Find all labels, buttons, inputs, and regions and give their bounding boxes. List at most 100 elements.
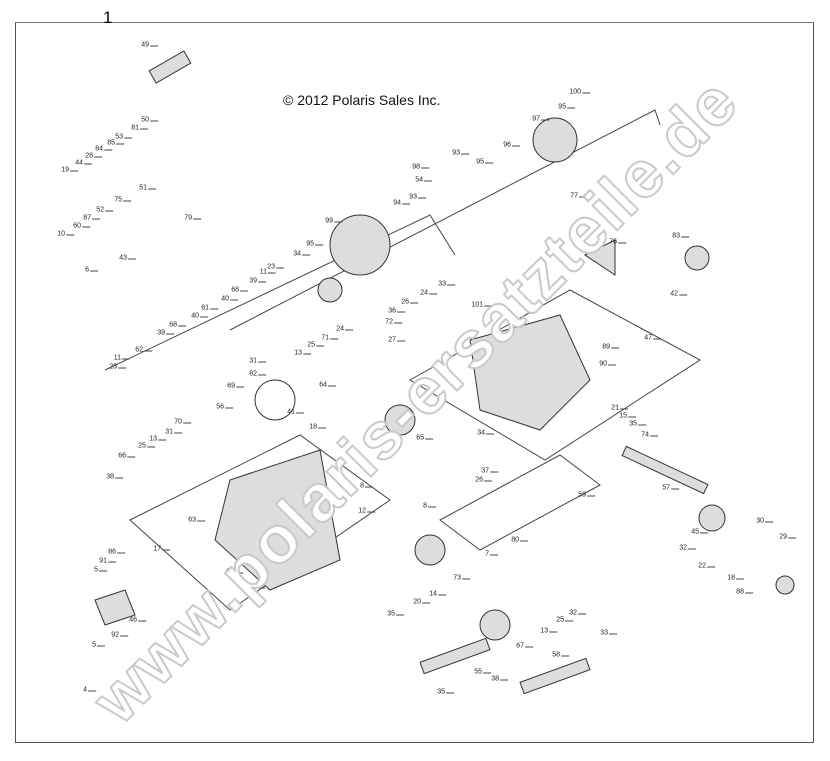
part-57-shaft [621,445,709,495]
group-bracket-case-left [129,434,391,611]
part-88-washer [775,575,795,595]
callout-81: 81 [131,125,148,132]
diagram-frame [15,22,814,743]
callout-45: 45 [691,529,708,536]
callout-32: 32 [569,610,586,617]
callout-38: 38 [491,676,508,683]
callout-85: 85 [107,140,124,147]
callout-70: 70 [174,419,191,426]
callout-86: 86 [108,549,125,556]
callout-56: 56 [216,404,233,411]
callout-28: 28 [85,153,102,160]
callout-95: 95 [306,241,323,248]
part-58-shaft [519,657,591,695]
callout-67: 67 [516,643,533,650]
callout-54: 54 [415,177,432,184]
callout-100: 100 [569,89,590,96]
callout-75: 75 [114,197,131,204]
callout-11: 11 [260,269,277,276]
callout-31: 31 [165,429,182,436]
part-76-bracket [584,239,616,276]
callout-79: 79 [184,215,201,222]
callout-96: 96 [503,142,520,149]
callout-34: 34 [477,430,494,437]
callout-74: 74 [641,432,658,439]
callout-40: 40 [191,313,208,320]
part-82-chain [254,379,296,421]
callout-4: 4 [83,687,96,694]
callout-22: 22 [698,563,715,570]
callout-80: 80 [511,537,528,544]
callout-71: 71 [321,335,338,342]
callout-13: 13 [540,628,557,635]
callout-55: 55 [474,669,491,676]
callout-26: 26 [401,299,418,306]
part-45-gear [698,504,726,532]
callout-37: 37 [481,468,498,475]
callout-97: 97 [532,116,549,123]
callout-32: 32 [679,545,696,552]
part-95-gear [532,117,578,163]
callout-77: 77 [570,193,587,200]
callout-29: 29 [779,534,796,541]
part-48-case-left [214,449,341,591]
callout-26: 26 [475,477,492,484]
callout-99: 99 [325,218,342,225]
part-46-housing [94,589,136,626]
callout-53: 53 [115,134,132,141]
figure-number: 1 [103,8,113,27]
callout-14: 14 [429,591,446,598]
part-65-gear [384,404,416,436]
callout-34: 34 [293,251,310,258]
callout-10: 10 [57,231,74,238]
callout-36: 36 [388,308,405,315]
callout-43: 43 [119,255,136,262]
callout-21: 21 [611,405,628,412]
callout-63: 63 [188,517,205,524]
callout-73: 73 [453,575,470,582]
callout-18: 18 [727,575,744,582]
callout-51: 51 [139,185,156,192]
callout-5: 5 [94,567,107,574]
callout-90: 90 [226,569,243,576]
callout-38: 38 [106,474,123,481]
callout-20: 20 [413,599,430,606]
callout-33: 33 [438,281,455,288]
callout-41: 41 [287,409,304,416]
callout-59: 59 [578,492,595,499]
callout-33: 33 [600,630,617,637]
callout-87: 87 [83,215,100,222]
callout-62: 62 [135,347,152,354]
callout-95: 95 [558,104,575,111]
callout-2: 2 [252,584,265,591]
callout-93: 93 [452,150,469,157]
callout-47: 47 [644,335,661,342]
callout-35: 35 [387,611,404,618]
callout-25: 25 [138,443,155,450]
callout-68: 68 [231,287,248,294]
callout-44: 44 [75,160,92,167]
callout-58: 58 [552,652,569,659]
callout-91: 91 [99,558,116,565]
callout-61: 61 [201,305,218,312]
callout-68: 68 [169,322,186,329]
callout-25: 25 [307,342,324,349]
callout-89: 89 [602,344,619,351]
callout-50: 50 [141,117,158,124]
callout-66: 66 [118,453,135,460]
callout-39: 39 [157,330,174,337]
callout-25: 25 [556,617,573,624]
callout-13: 13 [149,436,166,443]
callout-72: 72 [385,319,402,326]
group-bracket-main-shaft [104,214,456,371]
callout-52: 52 [96,207,113,214]
callout-35: 35 [437,689,454,696]
callout-69: 69 [227,383,244,390]
callout-12: 12 [358,508,375,515]
callout-23: 23 [267,264,284,271]
part-73-gear [414,534,446,566]
callout-64: 64 [319,382,336,389]
callout-40: 40 [221,296,238,303]
part-95-bearing [317,277,343,303]
